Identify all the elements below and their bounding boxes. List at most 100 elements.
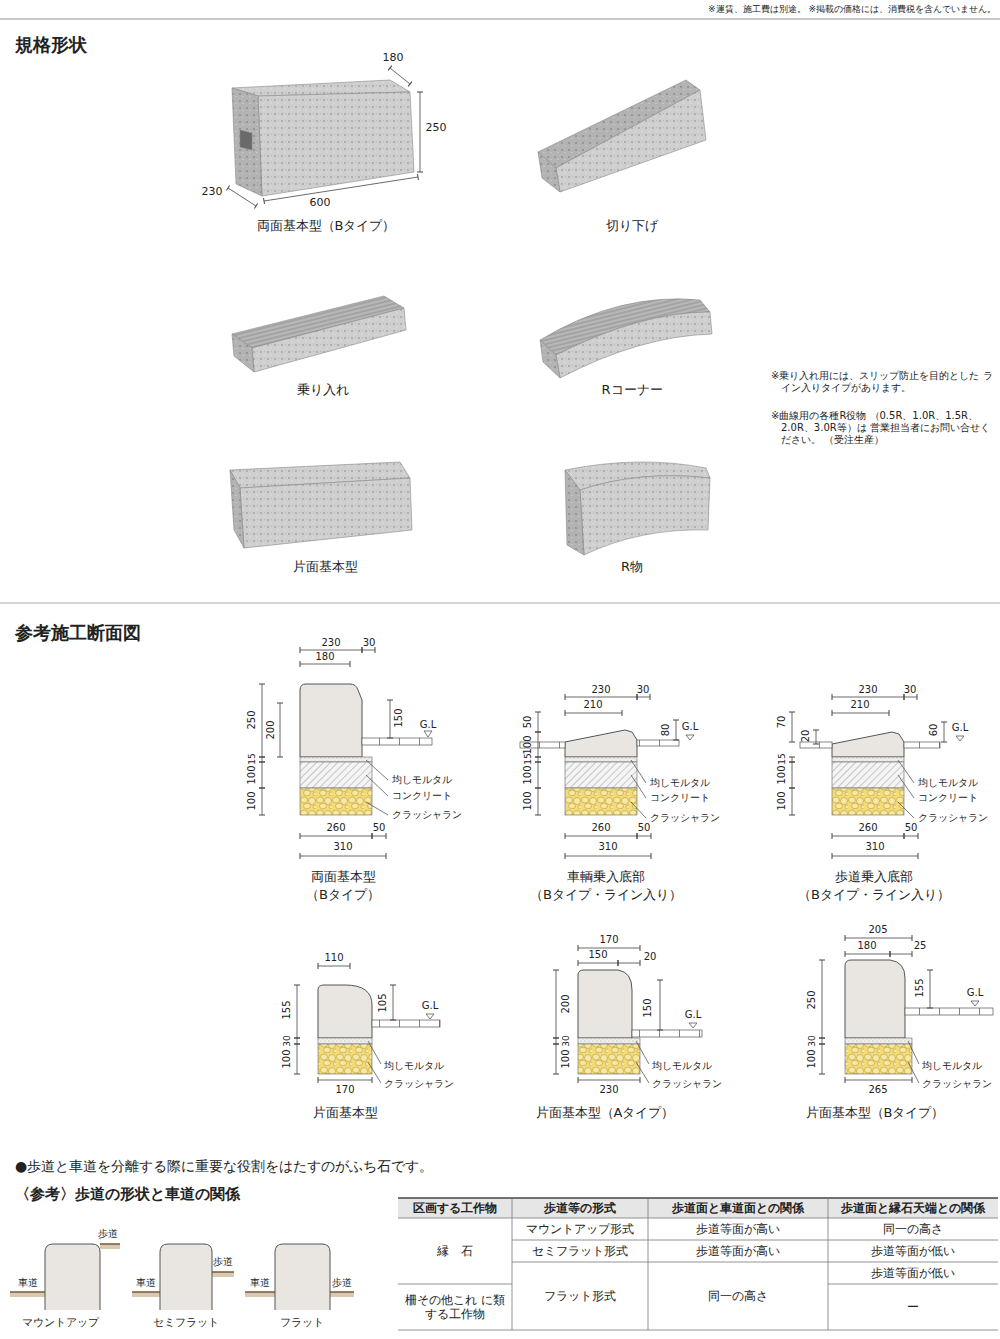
text-label: クラッシャラン — [652, 1078, 722, 1090]
product-both-faced-part — [258, 92, 414, 196]
table-grid-part — [398, 1198, 998, 1218]
text-label: 片面基本型 — [293, 559, 358, 575]
section-vehicle-entrance-part — [637, 697, 650, 698]
text-label: セミフラット — [153, 1316, 219, 1329]
text-label: 歩道乗入底部 — [835, 869, 913, 885]
text-label: 歩道等面が高い — [696, 1244, 780, 1258]
dimension-label: 250 — [806, 990, 818, 1009]
section-one-faced-a-part — [578, 1044, 640, 1074]
text-label: 歩道等面が高い — [696, 1222, 780, 1236]
walkway-profiles-part — [245, 1291, 275, 1293]
section-both-faced-part — [366, 760, 388, 815]
dimension-label: 260 — [326, 822, 345, 834]
section-one-faced-b-part — [930, 970, 931, 1008]
section-walkway-entrance-part — [944, 722, 945, 742]
dimension-label: 15 — [523, 753, 534, 764]
rule-lines — [0, 19, 1000, 603]
section-both-faced-part — [300, 836, 372, 837]
dimension-label: 30 — [904, 684, 917, 696]
section-walkway-entrance-part — [832, 697, 904, 698]
product-drop-part — [538, 152, 560, 192]
product-both-faced-part — [264, 177, 418, 201]
section-one-faced-b-part — [905, 1008, 993, 1015]
table-grid — [398, 1198, 998, 1330]
dimension-label: 230 — [858, 684, 877, 696]
section-vehicle-entrance-part — [538, 788, 539, 815]
section-one-faced-b — [822, 938, 993, 1083]
section-walkway-entrance-part — [898, 760, 914, 818]
product-both-faced — [228, 68, 420, 206]
section-both-faced-part — [300, 757, 372, 815]
text-label: G.L — [952, 722, 969, 734]
section-walkway-entrance-part — [904, 742, 940, 748]
text-label: 片面基本型（Bタイプ） — [806, 1105, 945, 1121]
dimension-label: 100 — [522, 735, 534, 754]
dimension-label: 100 — [560, 1049, 572, 1068]
text-label: ※曲線用の各種R役物 （0.5R、1.0R、1.5R、2.0R、3.0R等）は … — [771, 410, 997, 446]
dimension-label: 230 — [591, 684, 610, 696]
table-grid-part — [398, 1197, 998, 1199]
text-label: 歩道等面が低い — [871, 1266, 955, 1280]
section-one-faced-a-part — [578, 1080, 640, 1081]
text-label: クラッシャラン — [384, 1078, 454, 1090]
dimension-label: 60 — [928, 724, 940, 737]
text-label: ※運賃、施工費は別途。 ※掲載の価格には、消費税を含んでいません。 — [708, 4, 996, 15]
text-label: 乗り入れ — [297, 382, 349, 398]
section-walkway-entrance-part — [904, 697, 917, 698]
section-one-faced-part — [318, 1080, 372, 1081]
walkway-profiles-part — [275, 1244, 330, 1310]
section-one-faced-b-part — [822, 1038, 823, 1044]
product-drop — [538, 80, 706, 192]
dimension-label: 50 — [905, 822, 918, 834]
dimension-label: 205 — [868, 924, 887, 936]
text-label: マウントアップ形式 — [526, 1222, 634, 1236]
dimension-label: 30 — [363, 637, 376, 649]
dimension-label: 230 — [202, 185, 223, 198]
section-vehicle-entrance-part — [565, 713, 622, 714]
heading-text: 〈参考〉歩道の形状と車道の関係 — [15, 1185, 240, 1203]
section-one-faced-part — [318, 1044, 372, 1074]
section-vehicle-entrance-part — [565, 757, 637, 815]
section-both-faced-part — [390, 700, 391, 738]
dimension-label: 250 — [426, 121, 447, 134]
dimension-label: 100 — [246, 791, 258, 810]
text-label: 両面基本型 — [311, 869, 376, 885]
section-one-faced-part — [297, 985, 298, 1038]
section-one-faced-b-part — [845, 960, 905, 1038]
dimension-label: 150 — [393, 708, 405, 727]
product-both-faced-part — [390, 68, 410, 84]
text-label: 均しモルタル — [650, 777, 710, 789]
dimension-label: 100 — [806, 1049, 818, 1068]
section-one-faced-part — [426, 1014, 434, 1019]
section-one-faced-a-part — [578, 970, 632, 1038]
text-label: コンクリート — [918, 792, 978, 804]
text-label: G.L — [682, 721, 699, 733]
text-label: クラッシャラン — [922, 1078, 992, 1090]
text-label: 歩道等面が低い — [871, 1244, 955, 1258]
section-walkway-entrance-part — [832, 713, 889, 714]
dimension-label: 100 — [522, 765, 534, 784]
section-walkway-entrance-part — [792, 757, 793, 762]
text-label: クラッシャラン — [650, 812, 720, 824]
dimension-label: 260 — [858, 822, 877, 834]
product-both-faced-part — [240, 130, 252, 150]
rule-lines-part — [0, 19, 1000, 20]
walkway-profiles — [10, 1244, 354, 1310]
section-vehicle-entrance-part — [538, 712, 539, 732]
text-label: マウントアップ — [22, 1316, 99, 1329]
text-label: G.L — [422, 1000, 439, 1012]
section-one-faced-a-part — [636, 1041, 649, 1083]
section-one-faced-part — [318, 1038, 372, 1044]
dimension-label: 70 — [776, 716, 788, 729]
dimension-label: 100 — [246, 765, 258, 784]
dimension-label: 310 — [598, 841, 617, 853]
text-label: 同一の高さ — [883, 1222, 943, 1236]
section-one-faced-part — [368, 1041, 381, 1083]
text-label: 車輌乗入底部 — [567, 869, 645, 885]
section-both-faced-part — [262, 788, 263, 815]
dimension-label: 30 — [637, 684, 650, 696]
section-one-faced-b-part — [845, 938, 912, 939]
dimension-label: 210 — [583, 699, 602, 711]
section-one-faced-b-part — [822, 960, 823, 1038]
